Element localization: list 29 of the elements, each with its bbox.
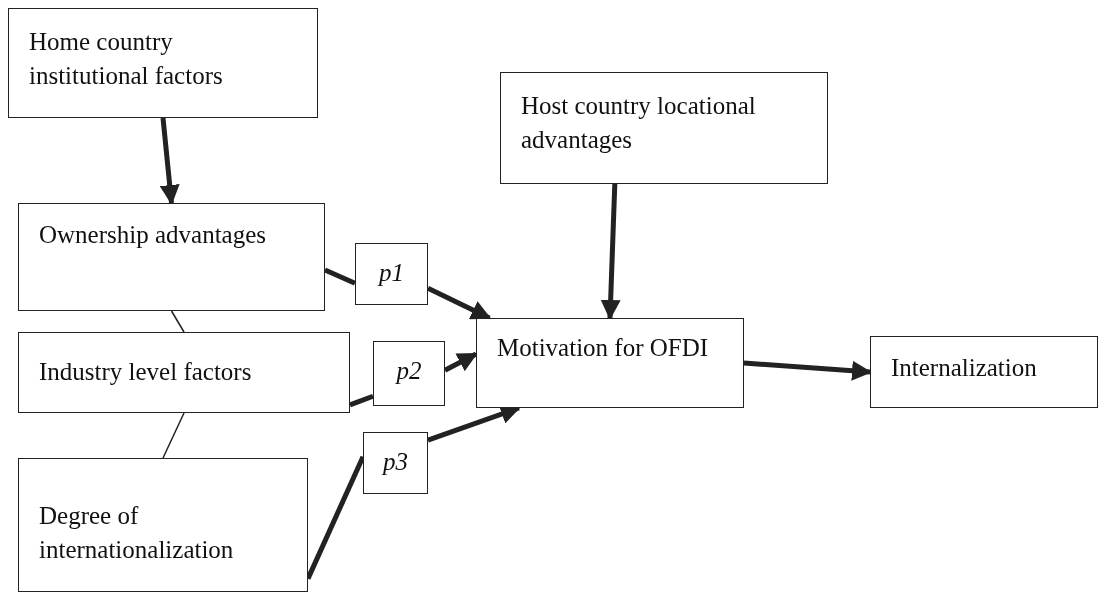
path-label-box (373, 341, 445, 406)
arrow (426, 286, 492, 321)
arrow (600, 183, 621, 320)
box-label: Degree of internationalization (39, 501, 235, 565)
path-label: p3 (380, 447, 409, 477)
box-label: Industry level factors (39, 357, 253, 387)
box-label: Host country locational advantages (521, 91, 757, 155)
path-label: p1 (376, 258, 405, 288)
arrow (443, 351, 478, 373)
factor-box (8, 8, 318, 118)
arrow (159, 117, 180, 205)
outcome-box (870, 336, 1098, 408)
path-label-box (363, 432, 428, 494)
box-label: Motivation for OFDI (497, 333, 710, 363)
box-label: Ownership advantages (39, 220, 267, 250)
path-label: p2 (394, 356, 423, 386)
connector-line (170, 310, 185, 333)
connector-line (324, 267, 356, 286)
factor-box (18, 458, 308, 592)
factor-box (500, 72, 828, 184)
factor-box (18, 332, 350, 413)
connector-line (349, 393, 374, 408)
arrow (743, 360, 872, 381)
path-label-box (355, 243, 428, 305)
connector-line (162, 412, 185, 459)
box-label: Internalization (891, 353, 1038, 383)
factor-box (476, 318, 744, 408)
factor-box (18, 203, 325, 311)
box-label: Home country institutional factors (29, 27, 224, 91)
